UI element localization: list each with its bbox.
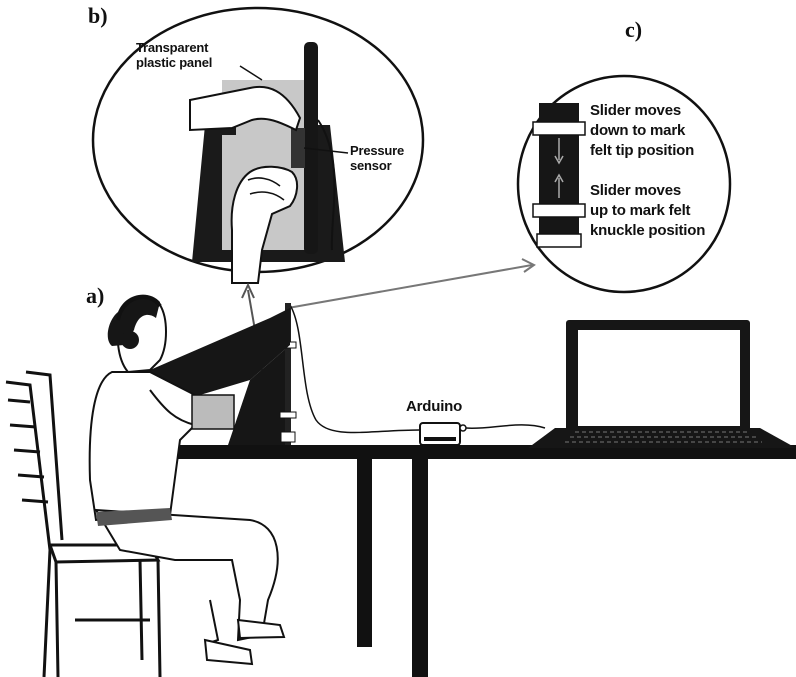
foot-right <box>236 618 286 640</box>
table-top <box>163 445 796 459</box>
slider-up-line1: Slider moves <box>590 182 681 199</box>
opaque-cover <box>150 308 290 398</box>
arduino-label: Arduino <box>406 398 463 415</box>
pressure-sensor-label-line2: sensor <box>350 158 392 173</box>
slider-down-label: Slider moves down to mark felt tip posit… <box>590 101 720 161</box>
foot-left <box>203 638 254 666</box>
slider-bottom <box>532 203 586 218</box>
legs <box>94 508 279 642</box>
slider-top <box>532 121 586 136</box>
table <box>163 445 796 677</box>
stand-rod <box>285 303 291 445</box>
pressure-sensor-label-line1: Pressure <box>350 143 405 158</box>
slider-down-line2: down to mark <box>590 122 686 139</box>
arduino <box>289 304 546 446</box>
transparent-panel-label: Transparent plastic panel <box>136 40 246 70</box>
inset-c <box>516 74 732 294</box>
slider-up-line3: knuckle position <box>590 222 706 239</box>
laptop <box>528 320 796 448</box>
pressure-sensor <box>291 128 305 168</box>
panel-label-a: a) <box>86 283 105 308</box>
slider-down-line1: Slider moves <box>590 102 681 119</box>
table-leg-left <box>357 459 372 647</box>
headphones <box>116 295 162 321</box>
slider-up-label: Slider moves up to mark felt knuckle pos… <box>590 181 720 241</box>
inset-b <box>91 6 425 284</box>
lower-hand <box>230 165 298 284</box>
slider-up-line2: up to mark felt <box>590 202 691 219</box>
slider-down-line3: felt tip position <box>590 142 695 159</box>
panel-label-b: b) <box>88 3 108 28</box>
vertical-rod <box>304 42 318 254</box>
upper-hand <box>189 85 302 132</box>
table-leg-right <box>412 459 428 677</box>
arduino-box <box>419 422 461 446</box>
laptop-keyboard <box>528 428 796 448</box>
occluder-box <box>191 394 235 430</box>
slider-base <box>536 233 582 248</box>
pressure-sensor-label: Pressure sensor <box>350 143 420 173</box>
transparent-panel-label-line1: Transparent <box>136 40 209 55</box>
panel-label-c: c) <box>625 17 643 42</box>
person <box>88 294 290 666</box>
arrow-to-inset-c <box>287 264 533 309</box>
transparent-panel-label-line2: plastic panel <box>136 55 213 70</box>
